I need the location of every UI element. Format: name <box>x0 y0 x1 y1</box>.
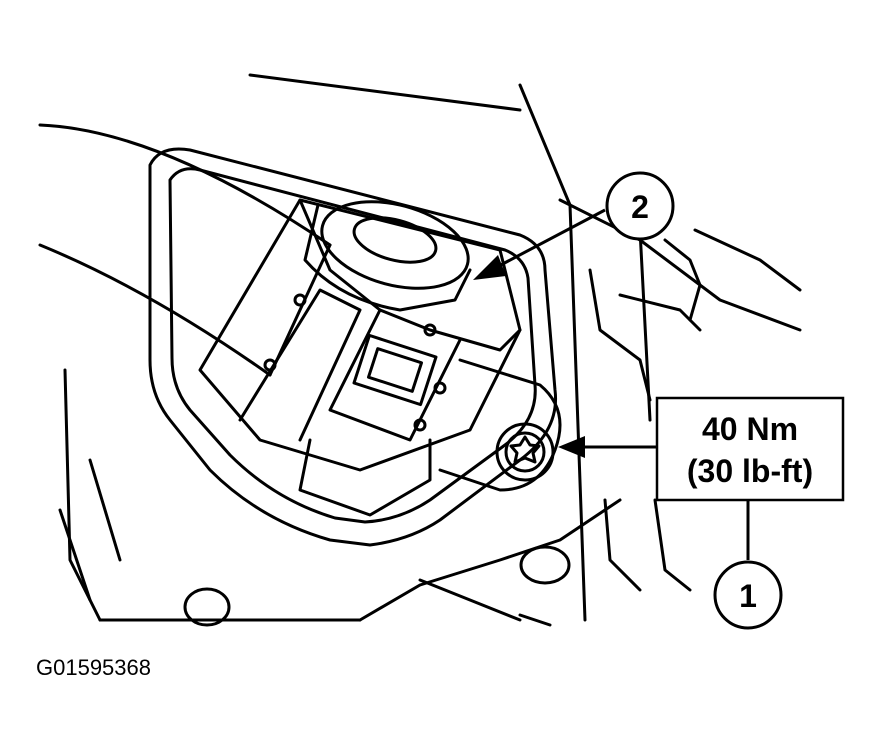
torque-spec-box: 40 Nm (30 lb-ft) <box>655 396 845 502</box>
retractor-base-plate <box>148 147 558 547</box>
body-plug <box>183 545 571 627</box>
belt-spool <box>303 200 472 312</box>
torque-arrow <box>558 436 657 458</box>
torque-spec-imperial: (30 lb-ft) <box>687 453 813 489</box>
callout-2-leader <box>473 208 606 280</box>
figure-id: G01595368 <box>36 655 151 680</box>
mounting-bolt <box>495 422 555 482</box>
seat-belt-webbing <box>38 123 332 377</box>
mounting-bracket-arm <box>438 358 562 492</box>
callout-2-number: 2 <box>631 189 649 225</box>
callout-1-number: 1 <box>739 578 757 614</box>
torque-spec-metric: 40 Nm <box>702 411 798 447</box>
body-panel <box>58 73 802 627</box>
callout-bubble-2: 2 <box>605 171 675 241</box>
callout-bubble-1: 1 <box>713 560 783 630</box>
